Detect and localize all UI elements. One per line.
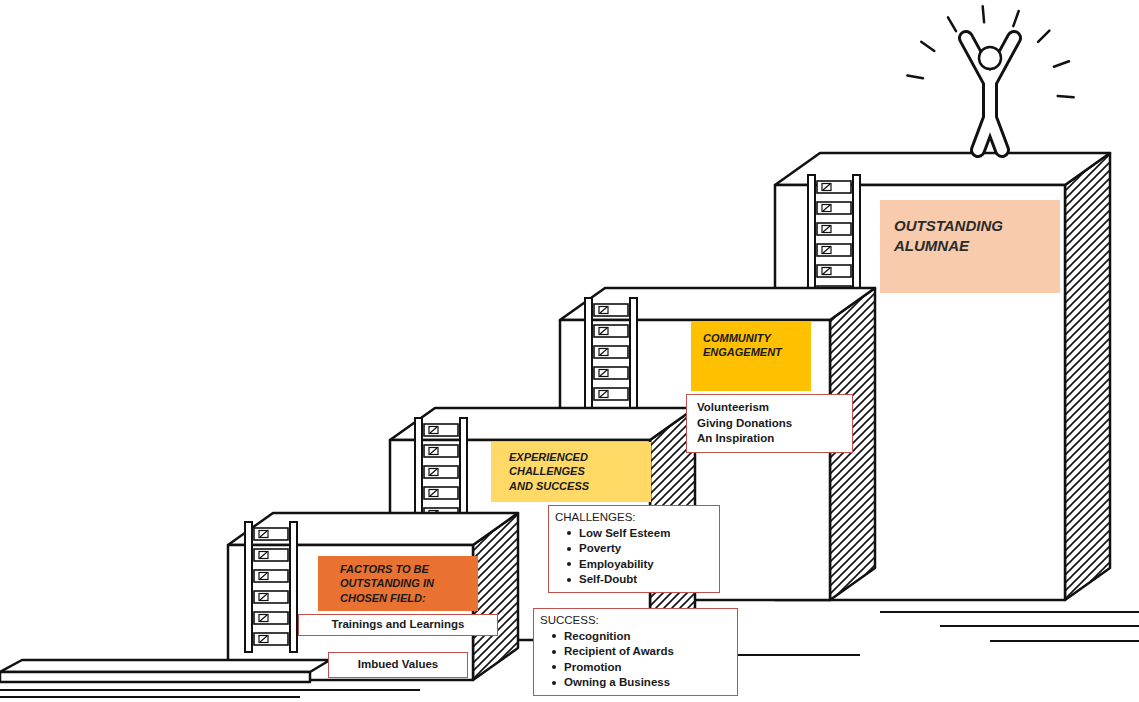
list-item: Poverty (579, 541, 621, 557)
bullet-dot (552, 665, 556, 669)
bullet-dot (567, 562, 571, 566)
ladder (245, 522, 297, 652)
list-box: SUCCESS:RecognitionRecipient of AwardsPr… (533, 608, 738, 696)
box-text: Trainings and Learnings (332, 617, 465, 633)
box-text: An Inspiration (697, 431, 774, 447)
bullet-dot (567, 578, 571, 582)
box-text: Volunteerism (697, 400, 769, 416)
list-item: Recognition (564, 629, 630, 645)
box-text: OUTSTANDING ALUMNAE (894, 216, 1046, 255)
bullet-dot (567, 547, 571, 551)
list-item: Low Self Esteem (579, 526, 670, 542)
list-item: Recipient of Awards (564, 644, 674, 660)
box-text: EXPERIENCED CHALLENGES AND SUCCESS (509, 450, 611, 493)
bullet-dot (552, 681, 556, 685)
list-item: Self-Doubt (579, 572, 637, 588)
list-heading: SUCCESS: (540, 613, 599, 629)
ladder (808, 175, 860, 305)
box-text: COMMUNITY ENGAGEMENT (703, 331, 801, 360)
list-item: Employability (579, 557, 654, 573)
step-label-box: FACTORS TO BE OUTSTANDING IN CHOSEN FIEL… (318, 556, 478, 611)
box-text: FACTORS TO BE OUTSTANDING IN CHOSEN FIEL… (340, 562, 470, 605)
box-text: Giving Donations (697, 416, 792, 432)
box-text: Imbued Values (358, 657, 439, 673)
bullet-dot (567, 531, 571, 535)
factor-box: Imbued Values (328, 652, 468, 678)
glow-rays (907, 6, 1073, 97)
bullet-dot (552, 650, 556, 654)
list-box: VolunteerismGiving DonationsAn Inspirati… (686, 394, 853, 453)
factor-box: Trainings and Learnings (298, 614, 498, 636)
bullet-dot (552, 634, 556, 638)
stair-block (228, 513, 518, 680)
ground-slab (0, 660, 330, 682)
ground-lines (690, 612, 1139, 655)
goal-box: OUTSTANDING ALUMNAE (880, 200, 1060, 293)
list-item: Owning a Business (564, 675, 670, 691)
step-label-box: EXPERIENCED CHALLENGES AND SUCCESS (491, 442, 651, 502)
list-box: CHALLENGES:Low Self EsteemPovertyEmploya… (548, 505, 720, 593)
cheering-figure (966, 38, 1014, 150)
step-label-box: COMMUNITY ENGAGEMENT (691, 321, 811, 391)
list-item: Promotion (564, 660, 622, 676)
list-heading: CHALLENGES: (555, 510, 636, 526)
ground-lines (0, 690, 420, 697)
